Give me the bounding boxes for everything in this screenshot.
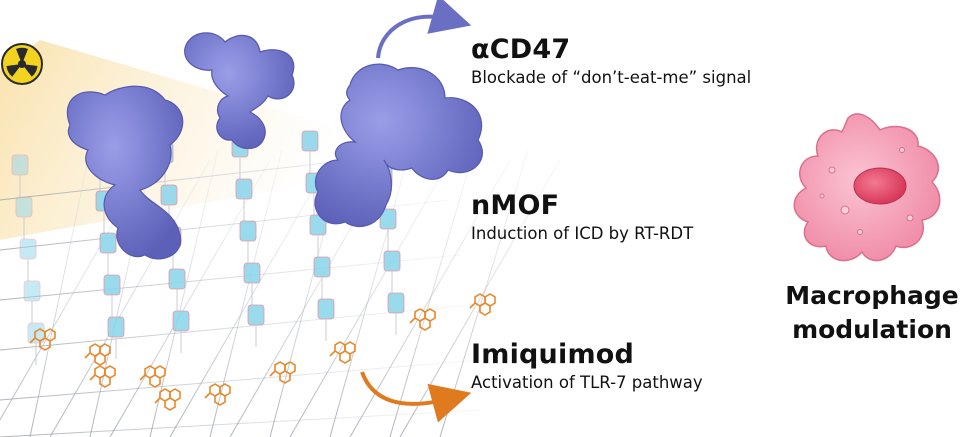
mof-node <box>247 304 265 347</box>
antibody-large-right <box>314 63 483 227</box>
mof-node <box>239 220 257 263</box>
mof-node <box>103 274 121 317</box>
mof-node <box>317 298 335 341</box>
acd47-label: αCD47 Blockade of “don’t-eat-me” signal <box>471 34 751 90</box>
imiquimod-molecule <box>329 341 356 364</box>
imiquimod-label: Imiquimod Activation of TLR-7 pathway <box>471 339 703 395</box>
mof-node <box>107 316 125 359</box>
imiquimod-molecule <box>269 361 296 384</box>
macrophage-label: Macrophage modulation <box>777 279 967 347</box>
mof-node <box>243 262 261 305</box>
mof-node <box>27 322 45 365</box>
macrophage-label-line2: modulation <box>792 315 952 344</box>
nmof-title: nMOF <box>471 190 560 221</box>
mof-node <box>301 130 319 173</box>
mof-node <box>168 268 186 311</box>
mof-node <box>387 292 405 335</box>
mof-node <box>379 208 397 251</box>
acd47-description: Blockade of “don’t-eat-me” signal <box>471 68 752 87</box>
imiquimod-molecule <box>154 388 181 411</box>
imiquimod-molecules <box>29 293 496 411</box>
mof-node <box>11 154 29 197</box>
curved-arrow-top <box>376 0 472 59</box>
imiquimod-description: Activation of TLR-7 pathway <box>471 373 703 392</box>
imiquimod-molecule <box>409 308 436 331</box>
nmof-description: Induction of ICD by RT-RDT <box>471 224 694 243</box>
nmof-label: nMOF Induction of ICD by RT-RDT <box>471 190 693 246</box>
mof-node <box>313 256 331 299</box>
mof-node <box>15 196 33 239</box>
imiquimod-molecule <box>84 343 111 366</box>
mof-node <box>383 250 401 293</box>
imiquimod-molecule <box>29 328 56 351</box>
antibody-top-center <box>184 32 295 150</box>
imiquimod-molecule <box>204 383 231 406</box>
mof-node <box>172 310 190 353</box>
mof-node <box>19 238 37 281</box>
antibody-large-left <box>66 85 184 260</box>
mof-node <box>99 232 117 275</box>
radiation-icon <box>1 43 43 85</box>
acd47-title: αCD47 <box>471 34 571 65</box>
mof-node <box>309 214 327 257</box>
imiquimod-molecule <box>89 365 116 388</box>
mof-node <box>235 178 253 221</box>
mof-node <box>23 280 41 323</box>
imiquimod-molecule <box>139 365 166 388</box>
curved-arrow-bottom <box>360 371 472 423</box>
imiquimod-title: Imiquimod <box>471 339 635 370</box>
imiquimod-molecule <box>469 293 496 316</box>
macrophage-label-line1: Macrophage <box>785 281 959 310</box>
macrophage-cell <box>793 113 941 262</box>
